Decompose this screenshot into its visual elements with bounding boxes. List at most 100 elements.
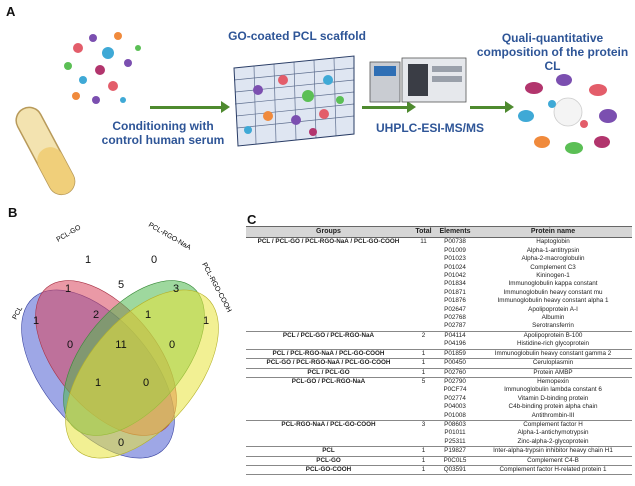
table-row: P01876 Immunoglobulin heavy constant alph… xyxy=(246,297,632,305)
table-row: PCL / PCL-GO / PCL-RGO-NaA / PCL-GO-COOH… xyxy=(246,237,632,247)
element-cell: P01008 xyxy=(444,411,466,419)
protein-name-cell: Serotransferrin xyxy=(532,322,574,330)
group-cell: PCL-GO xyxy=(246,455,411,466)
protein-name-cell: Alpha-1-antitrypsin xyxy=(526,246,580,254)
protein-name-cell: Ceruloplasmin xyxy=(474,358,632,368)
element-cell: P01859 xyxy=(436,348,474,359)
header-groups: Groups xyxy=(246,225,411,239)
venn-ellipses xyxy=(21,280,219,459)
total-cell xyxy=(411,340,436,349)
venn-count-pcl-go-naa-three: 2 xyxy=(93,309,99,321)
protein-name-cell: Hemopexin xyxy=(474,376,632,387)
group-cell: PCL-GO / PCL-RGO-NaA / PCL-GO-COOH xyxy=(246,358,411,368)
total-cell: 11 xyxy=(411,237,436,247)
protein-name-cell: Albumin xyxy=(541,314,565,322)
total-cell xyxy=(411,395,436,403)
element-cell: P01042 xyxy=(444,272,466,280)
total-cell xyxy=(411,322,436,331)
group-cell xyxy=(246,340,411,349)
table-row: P02647 Apolipoprotein A-I xyxy=(246,306,632,314)
group-cell: PCL-GO-COOH xyxy=(246,464,411,476)
element-cell: P04196 xyxy=(444,340,466,348)
venn-count-pcl-only: 1 xyxy=(33,315,39,327)
total-cell: 1 xyxy=(411,348,436,359)
element-cell: P02647 xyxy=(444,305,466,313)
protein-name-cell: Immunoglobulin lambda constant 6 xyxy=(504,386,602,394)
venn-label-pcl-rgo-naa: PCL-RGO-NaA xyxy=(147,222,192,252)
venn-counts: 1 1 0 1 1 5 3 2 1 0 11 0 1 0 0 xyxy=(33,254,209,449)
table-row: P02787 Serotransferrin xyxy=(246,322,632,331)
arrow-2 xyxy=(362,101,416,113)
total-cell xyxy=(411,403,436,411)
group-cell xyxy=(246,438,411,447)
protein-name-cell: Alpha-2-macroglobulin xyxy=(521,255,585,263)
arrow-3 xyxy=(470,101,514,113)
protein-name-cell: Immunoglobulin heavy constant alpha 1 xyxy=(497,297,609,305)
protein-name-cell: Inter-alpha-trypsin inhibitor heavy chai… xyxy=(474,446,632,457)
venn-count-naa-cooh: 3 xyxy=(173,283,179,295)
total-cell xyxy=(411,247,436,255)
protein-name-cell: Protein AMBP xyxy=(474,367,632,378)
venn-set-pcl-rgo-cooh xyxy=(65,289,219,459)
element-cell: P01009 xyxy=(444,246,466,254)
venn-label-pcl-go: PCL-GO xyxy=(56,224,83,244)
venn-count-all-four: 11 xyxy=(115,339,126,351)
element-cell: P02787 xyxy=(444,322,466,330)
element-cell: P01023 xyxy=(444,255,466,263)
total-cell xyxy=(411,272,436,280)
group-cell: PCL / PCL-RGO-NaA / PCL-GO-COOH xyxy=(246,348,411,359)
group-cell xyxy=(246,280,411,288)
table-header-row: Groups Total Elements Protein name xyxy=(246,225,632,239)
venn-count-pcl-go-only: 1 xyxy=(85,254,91,266)
group-cell xyxy=(246,306,411,314)
venn-count-go-cooh: 0 xyxy=(169,339,175,351)
group-cell xyxy=(246,322,411,331)
total-cell xyxy=(411,280,436,288)
total-cell xyxy=(411,412,436,421)
group-cell xyxy=(246,289,411,297)
element-cell: P02760 xyxy=(436,367,474,378)
element-cell: P04003 xyxy=(444,403,466,411)
total-cell: 1 xyxy=(411,464,436,476)
group-cell xyxy=(246,395,411,403)
group-cell: PCL / PCL-GO / PCL-RGO-NaA xyxy=(246,330,411,341)
protein-name-cell: Complement C3 xyxy=(530,263,576,271)
protein-name-cell: Alpha-1-antichymotrypsin xyxy=(517,429,589,437)
table-row: P01009 Alpha-1-antitrypsin xyxy=(246,247,632,255)
total-cell xyxy=(411,297,436,305)
total-cell: 2 xyxy=(411,330,436,341)
protein-name-cell: C4b-binding protein alpha chain xyxy=(508,403,598,411)
element-cell: P01876 xyxy=(444,297,466,305)
total-cell xyxy=(411,264,436,272)
group-cell xyxy=(246,429,411,437)
element-cell: P08603 xyxy=(436,419,474,430)
venn-count-rgo-cooh-only: 1 xyxy=(203,315,209,327)
venn-count-rgo-naa-only: 0 xyxy=(151,254,157,266)
protein-name-cell: Kininogen-1 xyxy=(536,272,570,280)
conditioning-label: Conditioning with control human serum xyxy=(101,119,225,147)
header-protein-name: Protein name xyxy=(474,225,632,239)
element-cell: P01024 xyxy=(444,263,466,271)
panel-b-letter: B xyxy=(8,205,18,220)
group-cell xyxy=(246,272,411,280)
protein-name-cell: Complement C4-B xyxy=(474,455,632,466)
total-cell: 1 xyxy=(411,367,436,378)
protein-name-cell: Apolipoprotein A-I xyxy=(528,305,578,313)
element-cell: P02768 xyxy=(444,314,466,322)
panel-a-letter: A xyxy=(6,4,16,19)
total-cell xyxy=(411,314,436,322)
venn-count-pcl-cooh: 0 xyxy=(118,437,124,449)
protein-name-cell: Haptoglobin xyxy=(474,237,632,247)
table-row: P01042 Kininogen-1 xyxy=(246,272,632,280)
mass-spectrometer-illustration xyxy=(369,57,467,103)
total-cell xyxy=(411,306,436,314)
venn-count-pcl-go-naa: 5 xyxy=(118,279,124,291)
total-cell xyxy=(411,255,436,263)
venn-diagram: PCL PCL-GO PCL-RGO-NaA PCL-RGO-COOH 1 1 … xyxy=(12,222,232,459)
